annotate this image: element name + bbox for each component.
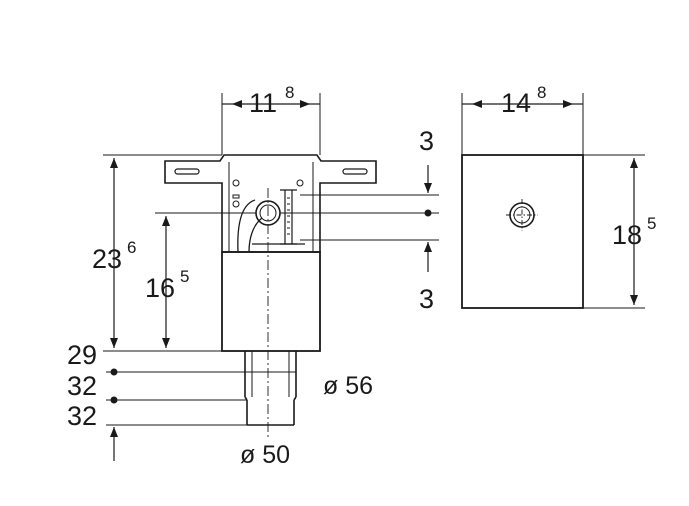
diameter-upper-label: ø 56 <box>323 372 373 400</box>
cover-view: 14 8 18 5 <box>461 83 656 309</box>
drain-pipe <box>244 351 297 426</box>
mounting-bracket <box>164 154 377 253</box>
inner-height-label-sup: 5 <box>180 267 189 286</box>
width-label-sup: 8 <box>285 83 294 102</box>
cover-height-label-main: 18 <box>612 220 642 250</box>
mounting-slot-right <box>342 168 368 175</box>
cover-height-label-sup: 5 <box>647 214 656 233</box>
mounting-slot-left <box>174 168 200 175</box>
inner-height-label-main: 16 <box>145 273 175 303</box>
cover-width-label-main: 14 <box>501 88 531 118</box>
cover-plate <box>461 154 584 309</box>
diameter-lower-label: ø 50 <box>240 441 290 469</box>
offset-top-label: 3 <box>419 126 434 156</box>
width-label-main: 11 <box>249 88 277 118</box>
front-dimensions: 11 8 23 6 16 5 3 3 29 32 32 ø 56 ø 50 <box>67 83 439 469</box>
total-height-label-main: 23 <box>92 244 122 274</box>
drain-step-2-label: 32 <box>67 371 97 401</box>
trap-body <box>221 251 321 352</box>
cover-width-label-sup: 8 <box>537 83 546 102</box>
offset-bottom-label: 3 <box>419 284 434 314</box>
total-height-label-sup: 6 <box>127 238 136 257</box>
drain-step-3-label: 32 <box>67 401 97 431</box>
drain-step-1-label: 29 <box>67 340 97 370</box>
inlet-elbow <box>237 199 263 253</box>
